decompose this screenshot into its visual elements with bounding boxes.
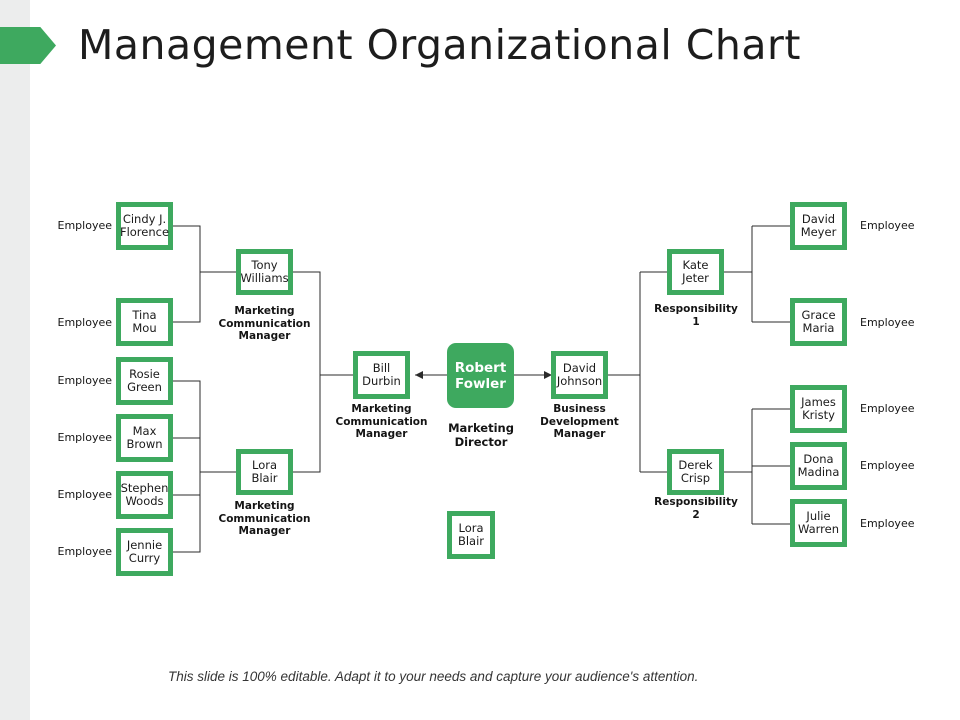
slide-left-edge-strip xyxy=(0,0,30,720)
employee-label-7: Employee xyxy=(860,219,915,232)
employee-label-3: Employee xyxy=(57,374,112,387)
node-cindy-j-florence[interactable]: Cindy J.Florence xyxy=(116,202,173,250)
employee-label-4: Employee xyxy=(57,431,112,444)
employee-label-8: Employee xyxy=(860,316,915,329)
page-title: Management Organizational Chart xyxy=(78,21,801,69)
employee-label-6: Employee xyxy=(57,545,112,558)
employee-label-5: Employee xyxy=(57,488,112,501)
employee-label-2: Employee xyxy=(57,316,112,329)
footer-note: This slide is 100% editable. Adapt it to… xyxy=(168,669,699,684)
employee-label-10: Employee xyxy=(860,459,915,472)
employee-label-11: Employee xyxy=(860,517,915,530)
employee-label-9: Employee xyxy=(860,402,915,415)
employee-label-1: Employee xyxy=(57,219,112,232)
